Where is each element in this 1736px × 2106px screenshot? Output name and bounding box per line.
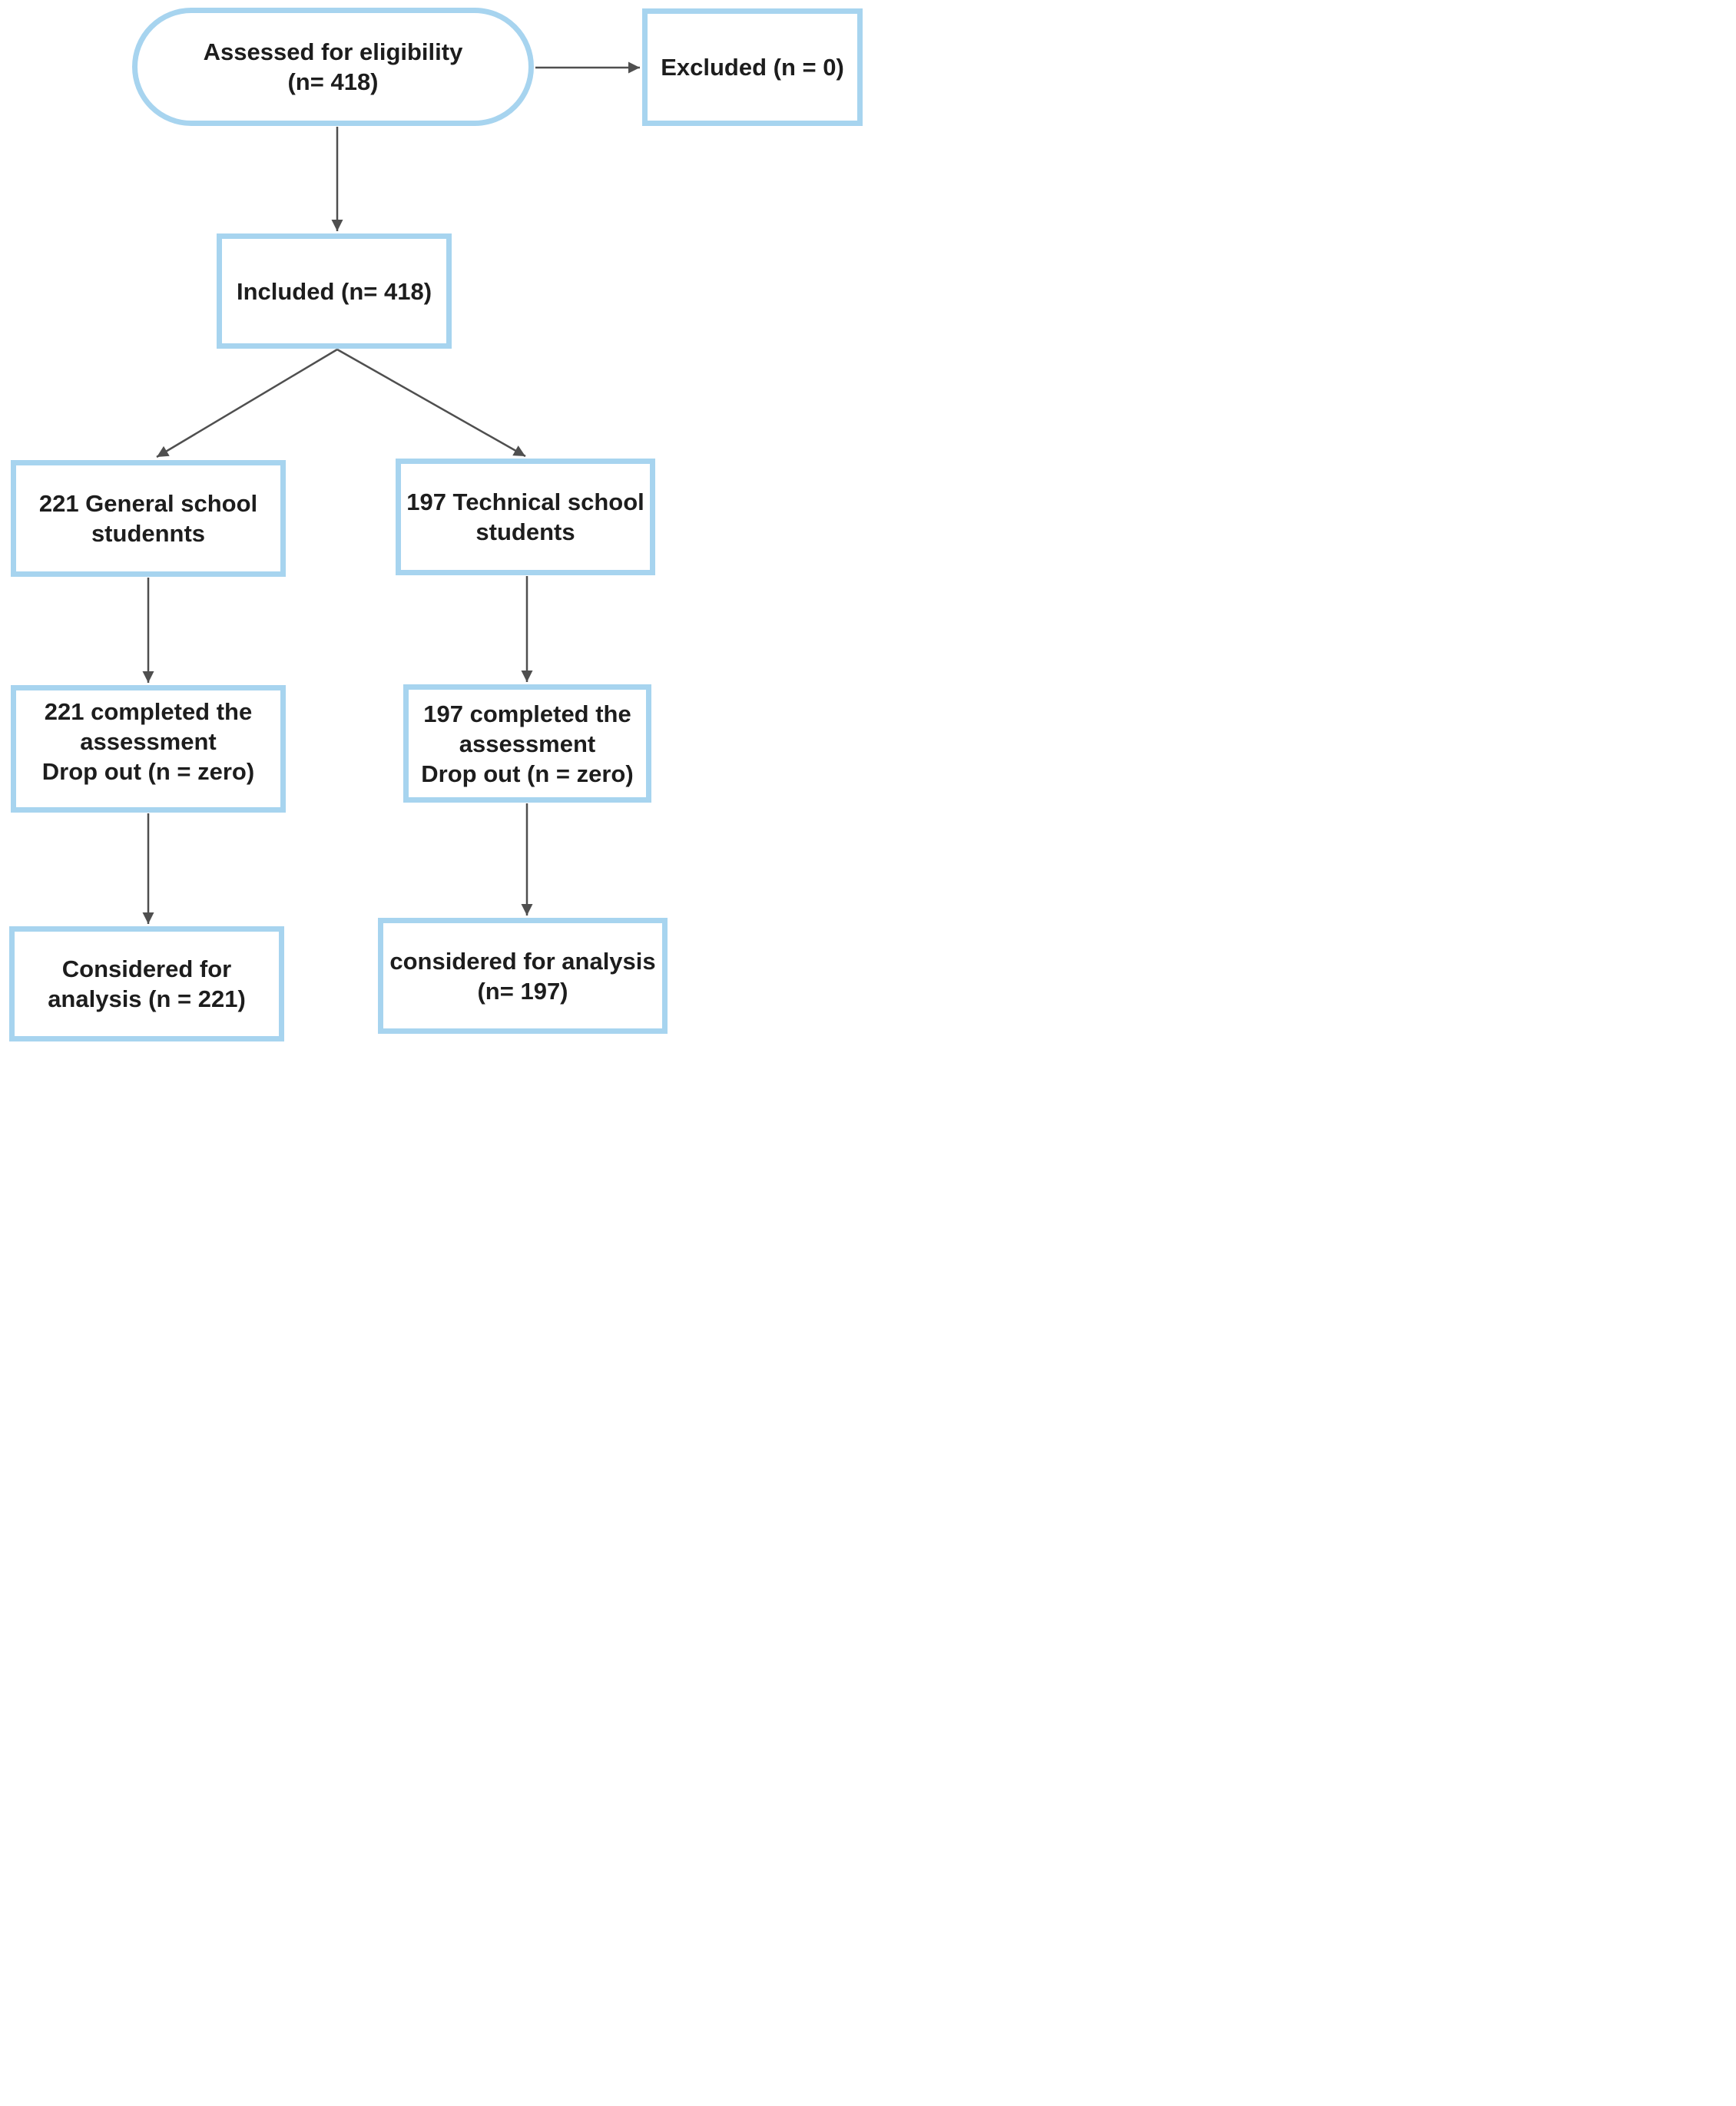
node-technical-completed-line-3: Drop out (n = zero)	[421, 760, 634, 787]
node-technical-analysis-line-2: (n= 197)	[477, 977, 568, 1005]
node-general-completed-line-2: assessment	[80, 728, 217, 755]
edge-included-to-general-students	[156, 348, 338, 459]
node-included-line-1: Included (n= 418)	[236, 277, 432, 305]
node-technical-students-line-1: 197 Technical school	[406, 488, 644, 515]
edge-included-to-technical-students	[336, 348, 526, 458]
node-included: Included (n= 418)	[217, 233, 452, 349]
consort-flow-diagram: Assessed for eligibility (n= 418) Exclud…	[0, 0, 868, 1053]
node-general-analysis-line-2: analysis (n = 221)	[48, 985, 246, 1012]
node-general-students-line-1: 221 General school	[38, 490, 258, 517]
node-general-school-students: 221 General school studennts	[11, 460, 286, 577]
node-technical-completed-line-2: assessment	[459, 730, 596, 757]
node-general-completed-assessment: 221 completed the assessment Drop out (n…	[11, 685, 286, 813]
node-general-students-line-2: studennts	[91, 520, 206, 547]
node-technical-students-line-2: students	[475, 518, 575, 545]
node-assessed-line-2: (n= 418)	[287, 68, 379, 95]
node-assessed-line-1: Assessed for eligibility	[203, 38, 463, 65]
node-assessed-for-eligibility: Assessed for eligibility (n= 418)	[132, 8, 534, 126]
node-technical-completed-assessment: 197 completed the assessment Drop out (n…	[403, 684, 651, 803]
node-technical-analysis-line-1: considered for analysis	[389, 947, 656, 975]
node-general-completed-line-1: 221 completed the	[44, 698, 253, 725]
node-technical-completed-line-1: 197 completed the	[423, 700, 631, 727]
node-general-considered-for-analysis: Considered for analysis (n = 221)	[9, 926, 284, 1041]
node-general-analysis-line-1: Considered for	[61, 955, 232, 982]
node-technical-considered-for-analysis: considered for analysis (n= 197)	[378, 918, 668, 1034]
node-excluded-line-1: Excluded (n = 0)	[661, 54, 844, 81]
node-general-completed-line-3: Drop out (n = zero)	[41, 758, 255, 785]
node-technical-school-students: 197 Technical school students	[396, 459, 655, 575]
node-excluded: Excluded (n = 0)	[642, 8, 863, 126]
